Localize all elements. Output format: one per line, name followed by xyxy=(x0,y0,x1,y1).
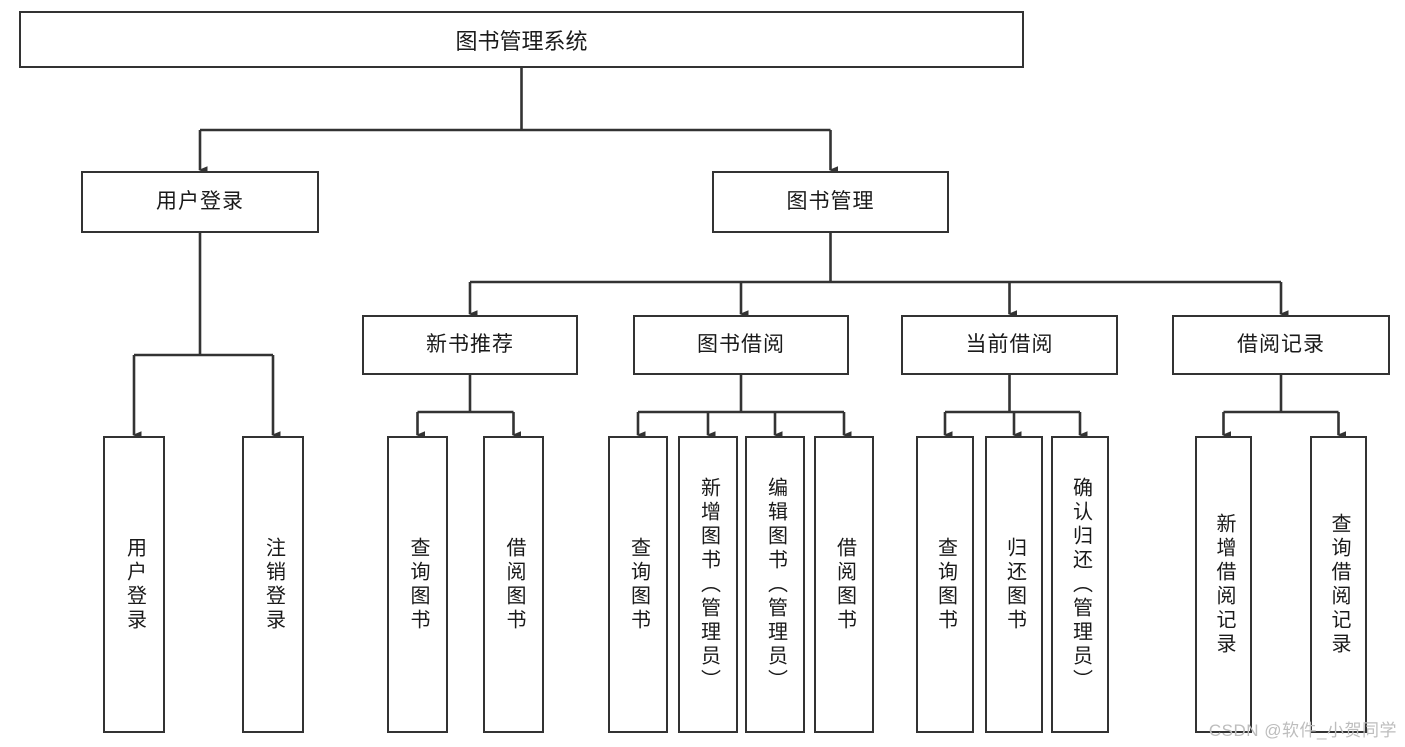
node-user-login-label: 用户登录 xyxy=(156,190,244,214)
node-borrow-record[interactable]: 借阅记录 xyxy=(1172,315,1390,375)
node-root[interactable]: 图书管理系统 xyxy=(19,11,1024,68)
node-edit-book-admin[interactable]: 编辑图书（管理员） xyxy=(745,436,805,733)
node-book-manage[interactable]: 图书管理 xyxy=(712,171,949,233)
node-add-borrow-record[interactable]: 新增借阅记录 xyxy=(1195,436,1252,733)
node-book-borrow-label: 图书借阅 xyxy=(697,333,785,357)
node-cur-query-book[interactable]: 查询图书 xyxy=(916,436,974,733)
node-new-book-rec[interactable]: 新书推荐 xyxy=(362,315,578,375)
node-cur-query-book-label: 查询图书 xyxy=(934,536,957,633)
node-confirm-return-admin[interactable]: 确认归还（管理员） xyxy=(1051,436,1109,733)
node-current-borrow[interactable]: 当前借阅 xyxy=(901,315,1118,375)
node-rec-borrow-book-label: 借阅图书 xyxy=(503,536,525,633)
node-borrow-record-label: 借阅记录 xyxy=(1237,333,1325,357)
node-borrow-book-label: 借阅图书 xyxy=(833,536,856,633)
node-current-borrow-label: 当前借阅 xyxy=(965,333,1054,357)
node-add-book-admin[interactable]: 新增图书（管理员） xyxy=(678,436,738,733)
node-borrow-book[interactable]: 借阅图书 xyxy=(814,436,874,733)
csdn-watermark: CSDN @软件_小贺同学 xyxy=(1208,721,1397,740)
node-book-borrow[interactable]: 图书借阅 xyxy=(633,315,849,375)
node-borrow-query-book-label: 查询图书 xyxy=(627,536,650,633)
node-borrow-query-book[interactable]: 查询图书 xyxy=(608,436,668,733)
node-add-book-admin-label: 新增图书（管理员） xyxy=(697,476,720,693)
node-new-book-rec-label: 新书推荐 xyxy=(426,333,514,357)
node-user-logout[interactable]: 注销登录 xyxy=(242,436,304,733)
node-rec-query-book-label: 查询图书 xyxy=(407,536,429,633)
node-return-book[interactable]: 归还图书 xyxy=(985,436,1043,733)
node-user-logout-label: 注销登录 xyxy=(262,536,285,633)
node-book-manage-label: 图书管理 xyxy=(786,190,875,214)
node-user-login-do[interactable]: 用户登录 xyxy=(103,436,165,733)
node-add-borrow-record-label: 新增借阅记录 xyxy=(1213,512,1235,657)
node-query-borrow-record-label: 查询借阅记录 xyxy=(1328,512,1350,657)
node-return-book-label: 归还图书 xyxy=(1003,536,1026,633)
node-query-borrow-record[interactable]: 查询借阅记录 xyxy=(1310,436,1367,733)
node-edit-book-admin-label: 编辑图书（管理员） xyxy=(764,476,787,693)
node-user-login-do-label: 用户登录 xyxy=(123,536,146,633)
node-confirm-return-admin-label: 确认归还（管理员） xyxy=(1069,476,1092,693)
node-user-login[interactable]: 用户登录 xyxy=(81,171,319,233)
node-rec-borrow-book[interactable]: 借阅图书 xyxy=(483,436,544,733)
node-root-label: 图书管理系统 xyxy=(455,28,588,54)
node-rec-query-book[interactable]: 查询图书 xyxy=(387,436,448,733)
